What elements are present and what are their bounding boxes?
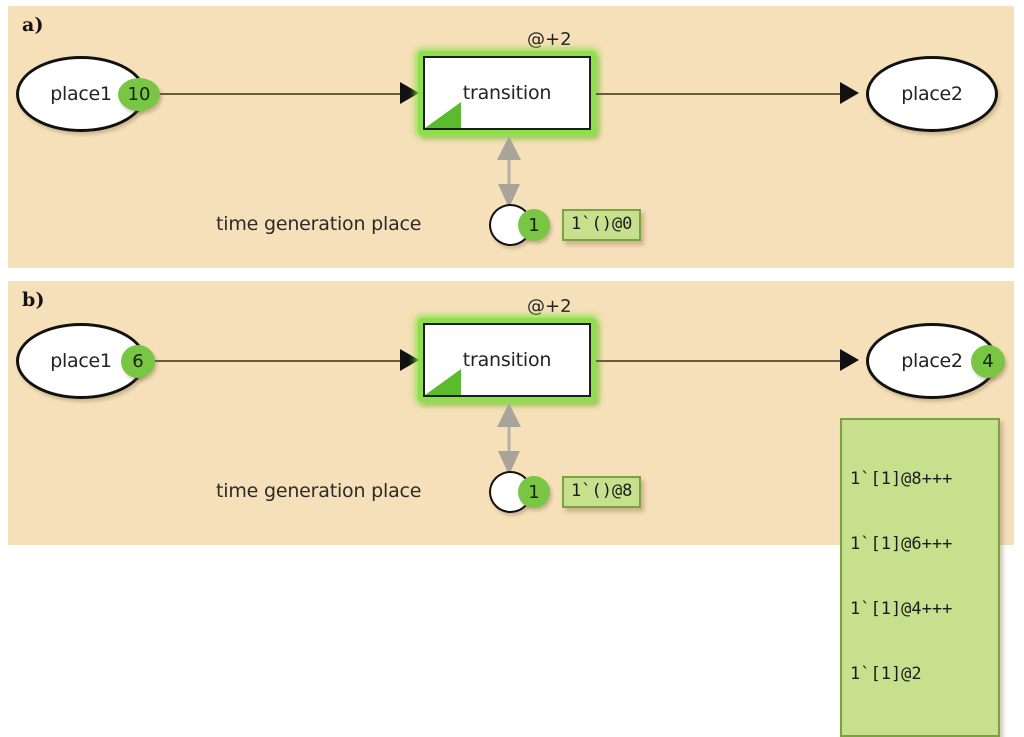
marking-line: 1`[1]@2 xyxy=(850,664,922,685)
transition-b-label: transition xyxy=(462,349,552,371)
time-generation-place-label-a: time generation place xyxy=(216,213,422,235)
time-generation-place-label-b: time generation place xyxy=(216,480,422,502)
arc-transition-timeplace-a xyxy=(497,136,521,212)
panel-a-label: a) xyxy=(22,14,44,36)
token-badge-time-generation-a: 1 xyxy=(518,209,550,241)
marking-line: 1`[1]@8+++ xyxy=(850,468,953,489)
place-place1-b[interactable]: place1 xyxy=(16,323,146,399)
arrow-head-transition-place2-b xyxy=(840,349,859,371)
panel-a: a) place1 10 @+2 transition place2 time … xyxy=(8,6,1014,268)
arc-place1-to-transition-b xyxy=(148,360,406,362)
place-place2-a-label: place2 xyxy=(901,83,963,105)
transition-b[interactable]: transition xyxy=(418,318,596,402)
token-badge-place1-a: 10 xyxy=(118,78,160,111)
arc-transition-timeplace-b xyxy=(497,403,521,479)
transition-enabled-flag-icon xyxy=(425,369,461,395)
arc-transition-to-place2-b xyxy=(596,360,843,362)
arrow-head-transition-place2-a xyxy=(840,82,859,104)
place-place2-a[interactable]: place2 xyxy=(866,56,998,132)
arc-transition-to-place2-a xyxy=(596,93,843,95)
token-badge-place2-b: 4 xyxy=(971,345,1005,378)
panel-b: b) place1 6 @+2 transition place2 4 1`[1… xyxy=(8,281,1014,737)
transition-time-expression-a: @+2 xyxy=(527,29,572,50)
marking-line: 1`[1]@4+++ xyxy=(850,599,953,619)
transition-enabled-flag-icon xyxy=(425,102,461,128)
panel-b-label: b) xyxy=(22,289,45,311)
marking-place2-b: 1`[1]@8+++ 1`[1]@6+++ 1`[1]@4+++ 1`[1]@2 xyxy=(840,418,1000,737)
transition-a-label: transition xyxy=(462,82,552,104)
arrow-head-place1-transition-a xyxy=(400,82,419,104)
place-place1-a-label: place1 xyxy=(50,83,112,105)
transition-a[interactable]: transition xyxy=(418,51,596,135)
place-place1-b-label: place1 xyxy=(50,350,112,372)
arrow-head-place1-transition-b xyxy=(400,349,419,371)
token-badge-time-generation-b: 1 xyxy=(518,476,550,508)
marking-time-generation-a: 1`()@0 xyxy=(562,209,642,241)
transition-a-box: transition xyxy=(423,56,591,130)
marking-time-generation-b: 1`()@8 xyxy=(562,476,642,508)
transition-time-expression-b: @+2 xyxy=(527,296,572,317)
arc-place1-to-transition-a xyxy=(148,93,406,95)
token-badge-place1-b: 6 xyxy=(121,345,155,378)
place-place2-b-label: place2 xyxy=(901,350,963,372)
transition-b-box: transition xyxy=(423,323,591,397)
marking-line: 1`[1]@6+++ xyxy=(850,533,953,554)
